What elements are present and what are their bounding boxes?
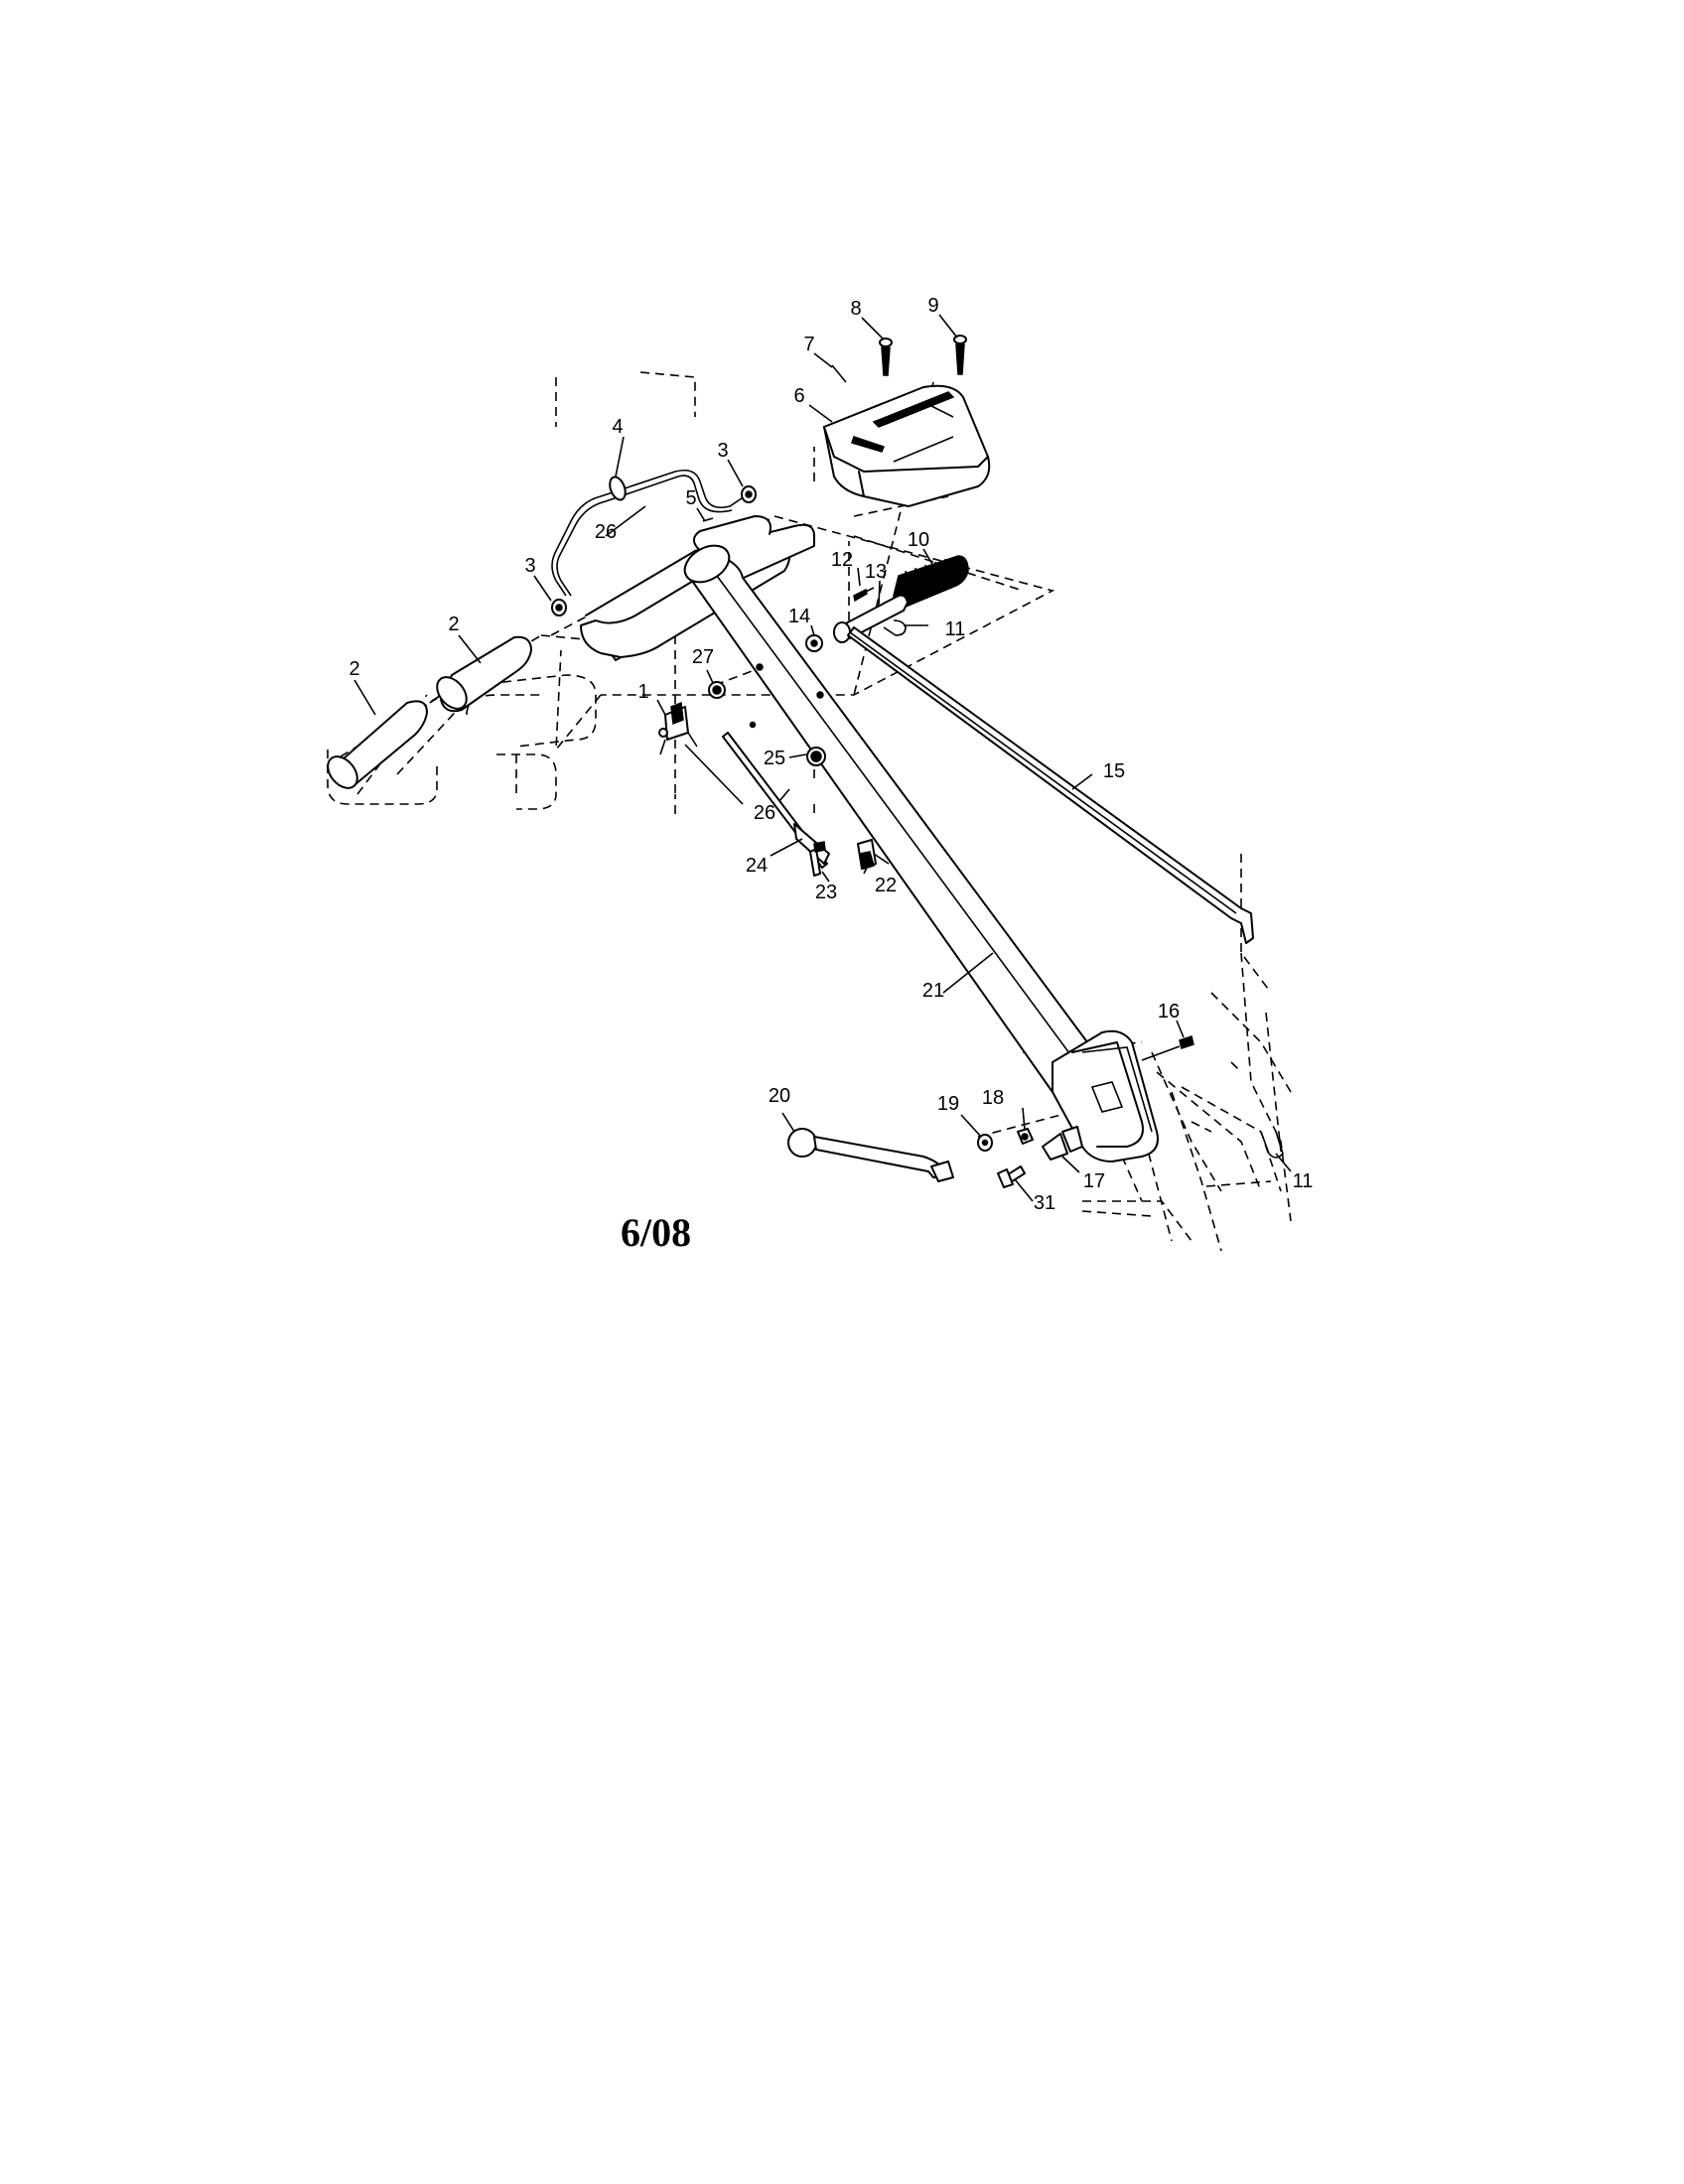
callout-16: 16	[1158, 1001, 1180, 1023]
callout-9: 9	[927, 295, 938, 317]
callout-21: 21	[922, 980, 944, 1002]
bolt-9	[953, 335, 967, 375]
callout-13: 13	[865, 561, 887, 583]
nut-25	[806, 747, 826, 766]
date-code: 6/08	[621, 1210, 691, 1255]
callout-17: 17	[1083, 1170, 1105, 1192]
callout-6: 6	[793, 385, 804, 407]
handle-tube	[683, 544, 1103, 1093]
bolt-8	[879, 338, 893, 376]
callout-2-right: 2	[448, 614, 459, 635]
washer-left	[551, 599, 567, 616]
nut-18	[1017, 1128, 1034, 1145]
rod-26	[722, 732, 830, 869]
bail-wire	[551, 469, 746, 597]
tube-holes	[749, 663, 824, 729]
bolt-12	[853, 587, 875, 603]
callout-27: 27	[692, 646, 714, 668]
callout-14: 14	[788, 606, 810, 627]
callout-1: 1	[637, 681, 648, 703]
callout-24: 24	[746, 855, 768, 877]
callout-18: 18	[982, 1087, 1004, 1109]
lever-20	[787, 1128, 954, 1182]
clip-upper	[883, 619, 907, 636]
washer-19	[977, 1134, 993, 1152]
callout-4: 4	[612, 416, 623, 438]
clip-lower	[1260, 1131, 1284, 1159]
callout-23: 23	[815, 882, 837, 903]
callout-10: 10	[908, 529, 929, 551]
callout-26-upper: 26	[595, 521, 617, 543]
console-panel	[823, 384, 991, 507]
shift-rod-long	[847, 626, 1254, 944]
bolt-23	[809, 841, 826, 877]
bolt-31	[997, 1165, 1026, 1188]
nut-27	[708, 681, 726, 699]
switch-1	[658, 701, 744, 805]
callout-25: 25	[764, 748, 785, 769]
callout-15: 15	[1103, 760, 1125, 782]
pin-7	[831, 364, 847, 383]
callout-12: 12	[831, 549, 853, 571]
leader-lines	[353, 314, 1292, 1202]
callout-26-lower: 26	[754, 802, 775, 824]
shift-rod-upper	[833, 594, 909, 643]
callout-22: 22	[875, 875, 897, 896]
callout-11-upper: 11	[945, 618, 966, 640]
callout-3-left: 3	[524, 555, 535, 577]
callout-2-left: 2	[349, 658, 359, 680]
callout-5: 5	[685, 487, 696, 509]
callout-20: 20	[769, 1085, 790, 1107]
washer-right	[741, 485, 757, 503]
callout-7: 7	[803, 334, 814, 355]
callout-11-lower: 11	[1293, 1170, 1314, 1192]
spacer-17	[1042, 1126, 1083, 1160]
grip-right	[436, 635, 532, 713]
bolt-16	[1141, 1035, 1194, 1061]
spacer-14	[805, 634, 823, 652]
callout-8: 8	[850, 298, 861, 320]
callout-31: 31	[1034, 1192, 1055, 1214]
callout-3-right: 3	[717, 440, 728, 462]
grip-left	[327, 700, 428, 789]
callout-labels: 1 2 2 3 3 4 5 6 7 8 9 10 11 11 12 13 14 …	[349, 295, 1313, 1214]
phantom-handlebar	[327, 634, 597, 810]
callout-19: 19	[937, 1093, 959, 1115]
clip-22	[857, 839, 877, 870]
